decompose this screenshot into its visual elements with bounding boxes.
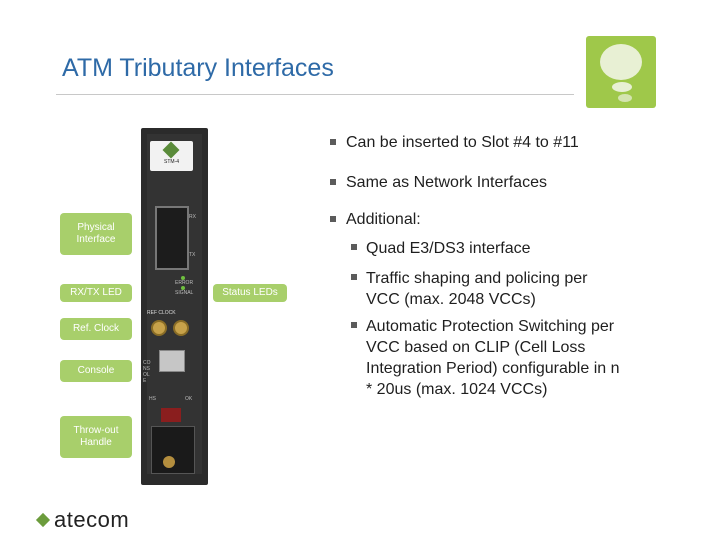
bullet-slot-insertion: Can be inserted to Slot #4 to #11 (330, 134, 579, 152)
callout-console: Console (60, 360, 132, 382)
ref-clock-in-connector-icon (151, 320, 167, 336)
module-badge: STM-4 (150, 141, 193, 171)
signal-led-icon (181, 286, 185, 290)
sub-bullet-traffic-shaping: Traffic shaping and policing per VCC (ma… (351, 268, 587, 310)
slide-title: ATM Tributary Interfaces (62, 54, 334, 82)
sub-bullet-e3ds3: Quad E3/DS3 interface (351, 238, 531, 259)
console-port-icon (159, 350, 185, 372)
brand-name: atecom (54, 507, 130, 532)
ok-label: OK (185, 396, 193, 402)
bullet-square-icon (330, 139, 336, 145)
throw-out-handle (151, 426, 195, 474)
corner-logo-icon (586, 36, 656, 108)
hs-label: HS (149, 396, 156, 402)
atecom-diamond-icon (35, 512, 51, 528)
callout-rxtx-led: RX/TX LED (60, 284, 132, 302)
bullet-square-icon (351, 244, 357, 250)
error-label: ERROR (175, 280, 194, 286)
bullet-additional: Additional: (330, 211, 421, 229)
stm4-module-image: STM-4 RX TX ERROR SIGNAL REF CLOCK CONSO… (141, 128, 208, 485)
callout-physical-interface: Physical Interface (60, 213, 132, 255)
bullet-same-as-network: Same as Network Interfaces (330, 174, 547, 192)
bullet-square-icon (351, 274, 357, 280)
callout-ref-clock: Ref. Clock (60, 318, 132, 340)
tx-label: TX (189, 252, 196, 258)
rx-label: RX (189, 214, 196, 220)
release-button-icon (161, 408, 181, 422)
screw-icon (163, 456, 175, 468)
optical-port (155, 206, 189, 270)
sub-bullet-aps: Automatic Protection Switching per VCC b… (351, 316, 620, 400)
ref-clock-out-connector-icon (173, 320, 189, 336)
callout-status-leds: Status LEDs (213, 284, 287, 302)
callout-throw-out-handle: Throw-out Handle (60, 416, 132, 458)
ref-clock-label: REF CLOCK (147, 310, 176, 316)
error-led-icon (181, 276, 185, 280)
bullet-square-icon (351, 322, 357, 328)
atecom-logo: atecom (35, 507, 130, 533)
bullet-square-icon (330, 179, 336, 185)
title-divider (56, 94, 574, 95)
bullet-square-icon (330, 216, 336, 222)
signal-label: SIGNAL (175, 290, 194, 296)
console-label: CONSOLE (143, 360, 151, 384)
